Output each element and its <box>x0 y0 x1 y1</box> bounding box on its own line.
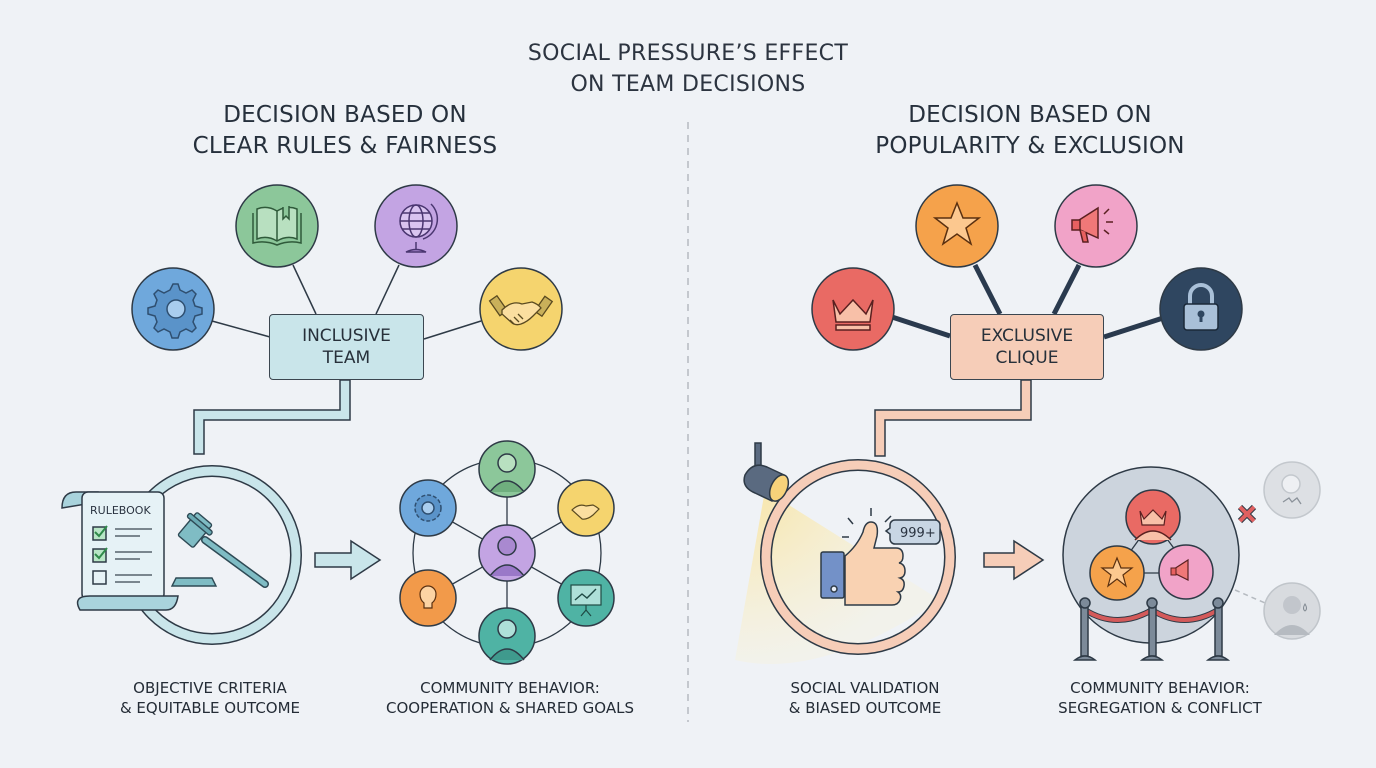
spotlight-icon <box>743 442 790 503</box>
gear-icon <box>131 267 215 351</box>
lock-icon <box>1159 267 1243 351</box>
rulebook-label: RULEBOOK <box>90 504 151 517</box>
velvet-rope <box>1072 597 1231 661</box>
left-network-caption: COMMUNITY BEHAVIOR: COOPERATION & SHARED… <box>386 679 634 717</box>
right-pipe <box>874 379 1032 457</box>
left-section-heading: DECISION BASED ON CLEAR RULES & FAIRNESS <box>192 102 498 159</box>
left-spoke-lines <box>211 264 482 340</box>
left-process-caption: OBJECTIVE CRITERIA & EQUITABLE OUTCOME <box>119 679 301 717</box>
clique-circle <box>1062 466 1240 661</box>
exclusive-clique-node: EXCLUSIVE CLIQUE <box>950 314 1104 380</box>
crown-icon <box>811 267 895 351</box>
globe-icon <box>374 184 458 268</box>
right-spoke-lines <box>891 263 1164 340</box>
star-member-icon <box>1089 545 1145 601</box>
exclusion-x-icon <box>1237 504 1257 524</box>
right-section-heading: DECISION BASED ON POPULARITY & EXCLUSION <box>875 102 1185 159</box>
handshake-icon <box>479 267 563 351</box>
thumbs-up-icon: 999+ <box>820 508 941 606</box>
megaphone-icon <box>1054 184 1138 268</box>
gavel-icon <box>170 512 269 588</box>
page-title: SOCIAL PRESSURE’S EFFECT ON TEAM DECISIO… <box>527 41 849 97</box>
broken-person-icon <box>1263 461 1321 519</box>
right-arrow-icon <box>983 539 1045 581</box>
star-icon <box>915 184 999 268</box>
rulebook-icon: RULEBOOK <box>61 491 179 611</box>
crying-person-icon <box>1263 582 1321 640</box>
right-process-caption: SOCIAL VALIDATION & BIASED OUTCOME <box>788 679 942 717</box>
right-clique-caption: COMMUNITY BEHAVIOR: SEGREGATION & CONFLI… <box>1058 679 1262 717</box>
megaphone-member-icon <box>1158 544 1214 600</box>
crown-member-icon <box>1125 489 1181 545</box>
book-icon <box>235 184 319 268</box>
inclusive-team-node: INCLUSIVE TEAM <box>269 314 424 380</box>
likes-badge: 999+ <box>900 526 936 541</box>
left-arrow-icon <box>314 539 382 581</box>
left-pipe <box>193 379 351 455</box>
cooperation-network <box>399 440 615 665</box>
